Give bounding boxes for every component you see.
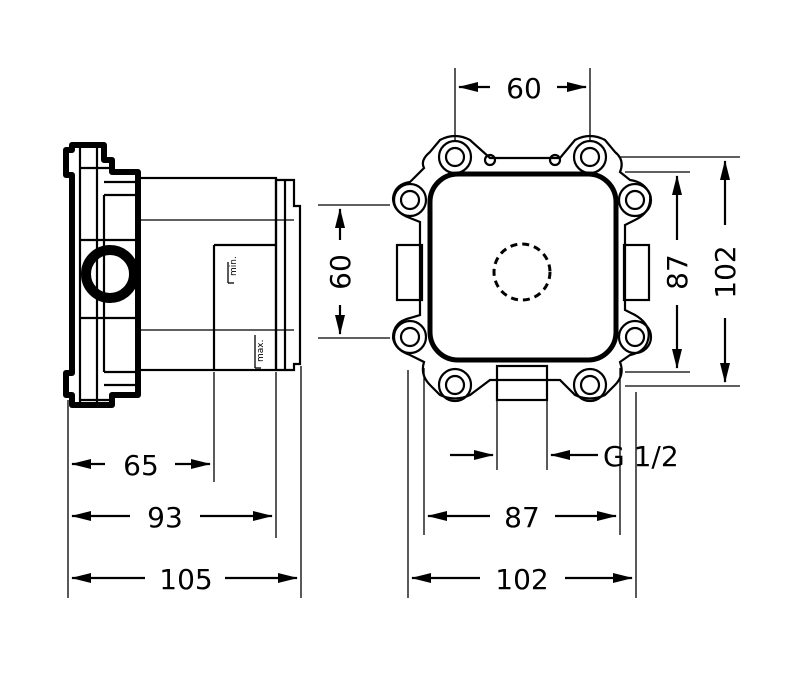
- dimension-87-bottom-label: 87: [504, 501, 540, 534]
- dimension-87-right: 87: [661, 175, 694, 369]
- side-view: min. max. 65 93 105 60: [63, 142, 390, 598]
- port-left: [395, 243, 424, 302]
- connection-ring: [81, 245, 139, 303]
- dimension-93-label: 93: [147, 501, 183, 534]
- dimension-93: 93: [71, 501, 273, 534]
- dimension-65-label: 65: [123, 449, 159, 482]
- dimension-102-right-label: 102: [709, 245, 742, 298]
- min-marker-label: min.: [229, 256, 239, 276]
- dimension-60-vertical-label: 60: [324, 254, 357, 290]
- dimension-105-label: 105: [159, 563, 212, 596]
- front-view: 60 87 102 G 1/2 87 102: [391, 68, 742, 598]
- dimension-thread-label: G 1/2: [603, 440, 679, 473]
- mounting-flange: [63, 142, 141, 408]
- dimension-thread: G 1/2: [450, 440, 679, 473]
- port-right: [622, 243, 651, 302]
- dimension-102-bottom-label: 102: [495, 563, 548, 596]
- max-marker-label: max.: [256, 340, 266, 362]
- center-dashed-circle: [492, 242, 552, 302]
- dimension-87-bottom: 87: [427, 501, 617, 534]
- mounting-box-inner: [427, 171, 619, 363]
- dimension-87-right-label: 87: [661, 254, 694, 290]
- dimension-65: 65: [71, 449, 211, 482]
- dimension-60-top-label: 60: [506, 72, 542, 105]
- dimension-102-bottom: 102: [411, 563, 633, 596]
- dimension-60-vertical: 60: [324, 208, 357, 335]
- bottom-outlet: [495, 364, 549, 402]
- dimension-102-right: 102: [709, 160, 742, 383]
- dimension-60-top: 60: [458, 72, 587, 105]
- dimension-105: 105: [71, 563, 298, 596]
- valve-body: [136, 176, 302, 372]
- screw-holes: [392, 139, 653, 403]
